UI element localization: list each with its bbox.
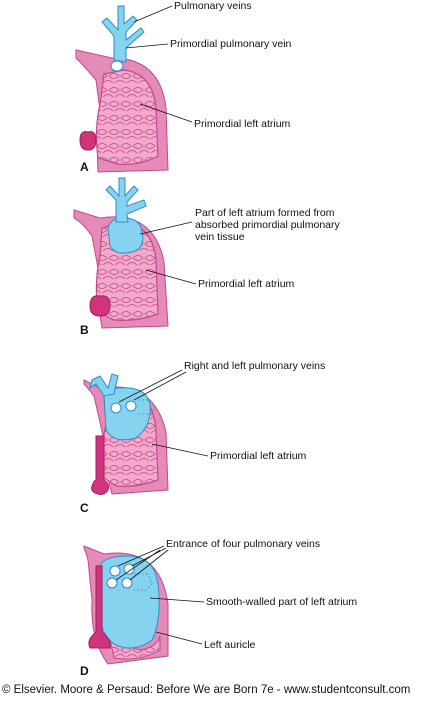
label-absorbed-tissue-line3: vein tissue [195,231,245,243]
panel-c [83,369,209,495]
panel-a [75,5,193,173]
leader-line-c1 [118,369,183,403]
sinus-venosus-d [88,565,111,649]
leader-line-d4 [129,549,169,581]
leader-line-c3 [151,443,209,457]
label-entrance-four-veins: Entrance of four pulmonary veins [166,538,321,550]
sinus-venosus-a [79,131,97,151]
label-smooth-walled-part: Smooth-walled part of left atrium [206,596,358,608]
trabeculated-atrium-a [95,69,159,165]
panel-letter-c: C [80,501,89,515]
leader-line-d3 [115,549,161,581]
label-primordial-pulmonary-vein: Primordial pulmonary vein [170,38,292,50]
right-vein-opening-c [110,402,122,414]
label-primordial-left-atrium-a: Primordial left atrium [194,118,291,130]
vein-opening-d3 [106,577,118,589]
leader-line-a1 [133,5,173,23]
copyright-credit: © Elsevier. Moore & Persaud: Before We a… [2,684,411,696]
pulmonary-veins-c [89,373,119,397]
leader-line-d1 [117,545,165,567]
label-right-left-pulmonary-veins: Right and left pulmonary veins [184,360,326,372]
label-primordial-left-atrium-c: Primordial left atrium [210,450,307,462]
leader-line-d2 [131,547,167,567]
panel-letter-a: A [80,160,89,174]
leader-line-a2 [125,43,169,49]
sinus-venosus-c [91,435,109,495]
vein-opening-d1 [109,565,121,577]
leader-line-c2 [133,371,187,401]
pulmonary-vein-opening-a [110,60,124,72]
label-left-auricle: Left auricle [204,639,256,651]
leader-line-d6 [155,631,203,645]
absorbed-vein-tissue-b [107,217,144,254]
vein-opening-d4 [121,577,133,589]
label-absorbed-tissue-line2: absorbed primordial pulmonary [195,219,340,231]
panel-letter-d: D [80,664,89,678]
dashed-vein-outline-d [132,573,153,591]
pulmonary-veins-b [105,177,147,223]
leader-line-b2 [145,269,197,285]
left-vein-opening-c [125,400,137,412]
panel-b [73,177,197,329]
pulmonary-veins-a [101,5,145,63]
leader-line-d5 [149,597,205,603]
leader-line-a3 [139,103,193,123]
leader-line-b1 [139,221,193,235]
panel-letter-b: B [80,323,89,337]
dashed-vein-outline-c [138,399,157,415]
vein-opening-d2 [123,563,135,575]
label-pulmonary-veins: Pulmonary veins [174,0,252,12]
sinus-venosus-b [89,295,111,317]
label-primordial-left-atrium-b: Primordial left atrium [198,278,295,290]
label-absorbed-tissue-line1: Part of left atrium formed from [195,207,335,219]
panel-d [83,545,205,665]
